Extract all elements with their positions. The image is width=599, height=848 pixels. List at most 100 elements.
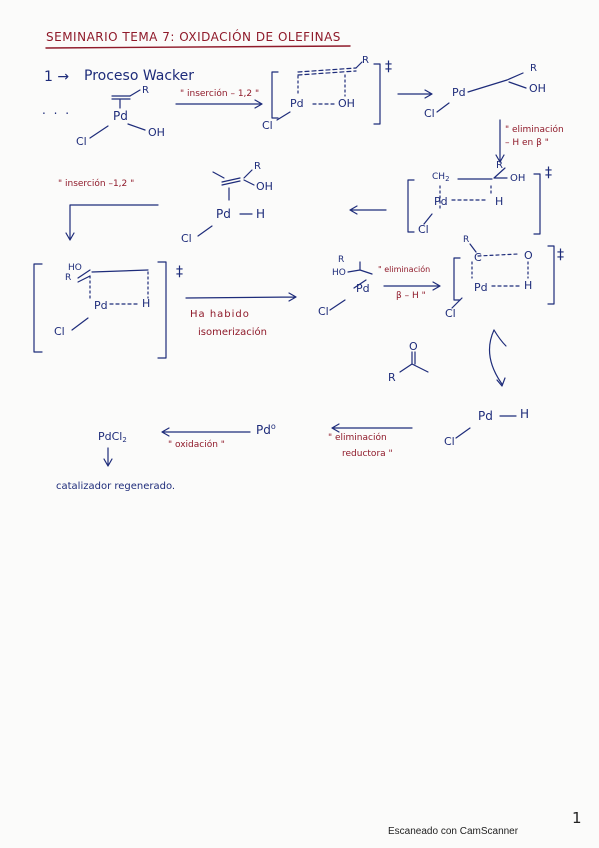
r-label: R [65, 273, 72, 283]
cl-label: Cl [318, 305, 329, 318]
hydroxyalkyl-pd-cl [329, 299, 346, 311]
oh-label: OH [148, 126, 165, 139]
arrow-regenerado [103, 447, 113, 467]
alkyl-pd-chain [467, 79, 508, 93]
cl-label: Cl [424, 107, 435, 120]
ts3-pd-cl [71, 317, 89, 331]
pd-label: Pd [434, 195, 448, 208]
pd-label: Pd [474, 281, 488, 294]
ts4-bracket-right [547, 245, 555, 305]
r-label: R [362, 55, 369, 66]
hydrido-methyl-bond [212, 171, 225, 179]
ts3-bracket-left [33, 263, 43, 353]
note-isomerizacion-2: isomerización [198, 327, 267, 338]
title-underline [45, 45, 351, 49]
ts4-pd-cl [451, 297, 463, 309]
ts1-r-bond [355, 61, 363, 69]
ts2-bracket-right [533, 173, 541, 235]
ts2-bracket-left [407, 179, 415, 233]
step-insercion-b: " inserción –1,2 " [58, 179, 135, 189]
ts4-r-bond [469, 243, 477, 253]
ts4-bracket-left [453, 257, 461, 301]
ts-symbol: ‡ [557, 247, 564, 263]
pd-label: Pd [356, 282, 370, 295]
note-regenerado: catalizador regenerado. [56, 481, 176, 492]
arrow-insercion-b [65, 204, 159, 241]
hydroxyalkyl-center [347, 261, 373, 275]
ts3-c-c-bond [91, 269, 149, 273]
arrow-to-alkyl [397, 89, 433, 99]
o-label: O [524, 249, 533, 262]
alkyl-pd-cl [436, 102, 450, 113]
hydrido-alkene [221, 177, 241, 186]
ellipsis: . . . [42, 103, 72, 117]
pd-label: Pd [452, 86, 466, 99]
cl-label: Cl [181, 232, 192, 245]
cl-label: Cl [444, 435, 455, 448]
arrow-eliminacion-bh [383, 281, 441, 291]
ch2-label: CH2 [432, 172, 450, 183]
cl-label: Cl [54, 325, 65, 338]
note-isomerizacion-1: Ha habido [190, 309, 250, 320]
step-eliminacion-hb-2: – H en β " [505, 138, 549, 148]
page-number: 1 [572, 809, 582, 827]
step-insercion-a: " inserción – 1,2 " [180, 89, 260, 99]
hpdcl-pd-cl [455, 427, 471, 439]
oh-label: OH [529, 82, 546, 95]
oh-label: OH [510, 173, 526, 184]
ts3-ho-bonds [77, 269, 91, 283]
scanner-watermark: Escaneado con CamScanner [388, 826, 519, 837]
step-eliminacion-hb-1: " eliminación [505, 125, 564, 135]
alkene-r-bond [129, 89, 141, 97]
cl-label: Cl [445, 307, 456, 320]
o-label: O [409, 340, 418, 353]
ts1-double-bond [297, 67, 357, 76]
r-label: R [254, 161, 261, 172]
pd-cl-bond-1 [89, 125, 109, 139]
hydrido-r-oh-bonds [243, 169, 255, 186]
arrow-oxidacion [161, 427, 251, 437]
ts3-bracket-right [157, 261, 167, 359]
ts-symbol: ‡ [176, 264, 183, 280]
section-number: 1 → [44, 69, 70, 85]
alkyl-oh-bond [508, 81, 527, 89]
ho-label: HO [332, 268, 346, 278]
arrow-product-branch [493, 329, 507, 347]
h-label: H [524, 279, 533, 292]
cl-label: Cl [262, 119, 273, 132]
page-title: SEMINARIO TEMA 7: OXIDACIÓN DE OLEFINAS [46, 30, 341, 44]
pd-label: Pd [478, 409, 493, 423]
arrow-left-row2 [349, 205, 387, 215]
ts1-pd-cl [276, 111, 291, 121]
cl-label: Cl [418, 223, 429, 236]
pd-label: Pd [216, 207, 231, 221]
ts4-c-o-dashed [477, 253, 519, 257]
ts1-bracket-right [373, 63, 381, 125]
h-label: H [142, 297, 151, 310]
r-label: R [338, 255, 345, 265]
hydrido-pd-cl [197, 225, 213, 237]
ts2-r-oh-bonds [493, 167, 508, 179]
ho-label: HO [68, 263, 82, 273]
oh-label: OH [256, 180, 273, 193]
step-eliminacion-bh-1: " eliminación [378, 265, 431, 274]
aldehyde-c-o [411, 351, 416, 365]
ts-symbol: ‡ [545, 165, 552, 181]
step-elim-reductora-2: reductora " [342, 449, 393, 459]
section-title: Proceso Wacker [84, 68, 195, 84]
step-eliminacion-bh-2: β – H " [396, 291, 426, 301]
pd-label: Pd [113, 109, 128, 123]
pd-label: Pd [290, 97, 304, 110]
pd-label: Pd [94, 299, 108, 312]
c-label: C [474, 251, 482, 264]
h-label: H [520, 407, 530, 421]
hydroxyalkyl-pd-bond [353, 279, 367, 289]
r-label: R [142, 85, 149, 96]
pd-oh-bond-1 [127, 123, 146, 131]
aldehyde-chain [399, 363, 429, 373]
arrow-isomerizacion [185, 292, 297, 302]
r-label: R [463, 235, 470, 245]
r-label: R [496, 160, 503, 171]
